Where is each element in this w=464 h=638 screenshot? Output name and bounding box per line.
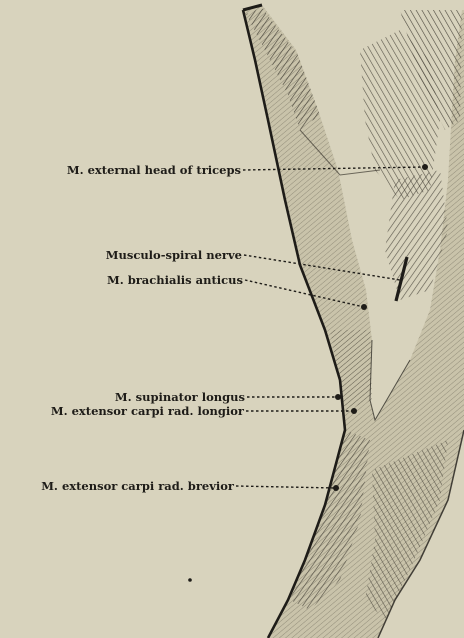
label-supinator-longus: M. supinator longus bbox=[115, 391, 245, 404]
label-musculo-spiral-nerve: Musculo-spiral nerve bbox=[106, 249, 242, 262]
label-brachialis-anticus: M. brachialis anticus bbox=[107, 274, 243, 287]
label-external-head-of-triceps: M. external head of triceps bbox=[67, 164, 241, 177]
stray-dot bbox=[188, 578, 192, 582]
dot-external-head-of-triceps bbox=[422, 164, 428, 170]
dot-extensor-carpi-rad-brevior bbox=[333, 485, 339, 491]
label-extensor-carpi-rad-longior: M. extensor carpi rad. longior bbox=[51, 405, 244, 418]
dot-supinator-longus bbox=[335, 394, 341, 400]
dot-brachialis-anticus bbox=[361, 304, 367, 310]
label-extensor-carpi-rad-brevior: M. extensor carpi rad. brevior bbox=[41, 480, 234, 493]
leader-extensor-carpi-rad-brevior bbox=[236, 486, 336, 488]
dot-extensor-carpi-rad-longior bbox=[351, 408, 357, 414]
